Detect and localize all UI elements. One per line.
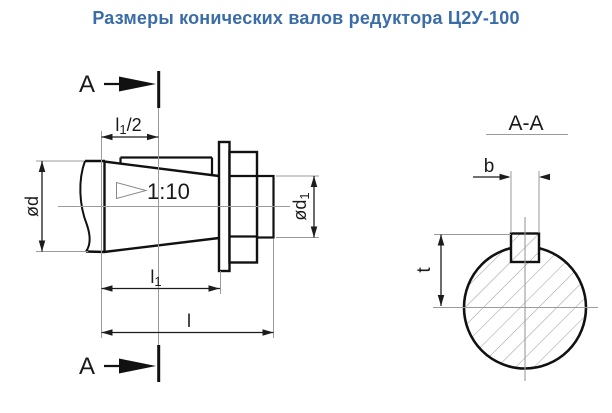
dimension-label-b: b <box>484 156 495 177</box>
arrowhead-right-icon <box>262 329 274 336</box>
dimension-l1-half: l1/2 <box>101 115 159 141</box>
arrowhead-down-icon <box>38 240 46 252</box>
label-base: l <box>150 267 154 287</box>
label-rest: /2 <box>127 115 142 135</box>
section-view-title: A-A <box>508 112 543 135</box>
arrowhead-right-icon <box>208 285 220 292</box>
arrowhead-down-icon <box>437 295 445 306</box>
section-label-top: A <box>79 71 95 98</box>
dimension-label-d: ød <box>22 196 42 217</box>
label-base: ød <box>290 200 310 221</box>
dimension-b: b <box>473 156 550 233</box>
section-bar <box>157 71 161 108</box>
section-mark-top: A <box>79 71 161 108</box>
dimension-l: l <box>101 311 274 336</box>
arrowhead-up-icon <box>310 176 318 187</box>
arrowhead-left-icon <box>539 173 550 181</box>
page-title: Размеры конических валов редуктора Ц2У-1… <box>92 8 520 28</box>
label-base: l <box>115 115 119 135</box>
taper-symbol-icon <box>116 181 148 200</box>
nut <box>228 150 259 264</box>
label-subscript: 1 <box>154 274 161 289</box>
dimension-d: ød <box>22 161 46 252</box>
dimension-label-l1-half: l1/2 <box>115 115 141 137</box>
taper-label: 1:10 <box>147 179 190 204</box>
section-bar <box>157 345 161 382</box>
section-arrow-icon <box>119 358 156 374</box>
section-a-a-view: A-A b t <box>414 112 598 381</box>
arrowhead-down-icon <box>310 226 318 238</box>
shaft-break-line <box>79 160 91 253</box>
dimension-d1: ød1 <box>290 176 318 238</box>
shaft-side-view: 1:10 ød l1/2 l1 l <box>22 71 319 382</box>
arrowhead-left-icon <box>101 133 113 141</box>
dimension-t: t <box>414 234 511 306</box>
arrowhead-left-icon <box>101 285 113 292</box>
arrowhead-right-icon <box>499 173 511 181</box>
arrowhead-left-icon <box>101 329 113 336</box>
section-label-bottom: A <box>79 353 95 380</box>
section-arrow-icon <box>119 76 156 92</box>
arrowhead-up-icon <box>38 161 46 172</box>
dimension-label-l1: l1 <box>150 267 161 289</box>
label-subscript: 1 <box>119 122 126 137</box>
dimension-label-l: l <box>187 311 191 331</box>
label-subscript: 1 <box>297 192 312 199</box>
dimension-l1: l1 <box>101 267 220 292</box>
arrowhead-up-icon <box>437 234 445 246</box>
dimension-label-t: t <box>414 267 435 273</box>
section-mark-bottom: A <box>79 345 161 382</box>
key-outline <box>119 156 214 176</box>
arrowhead-right-icon <box>147 133 158 141</box>
dimension-label-d1: ød1 <box>290 192 312 220</box>
